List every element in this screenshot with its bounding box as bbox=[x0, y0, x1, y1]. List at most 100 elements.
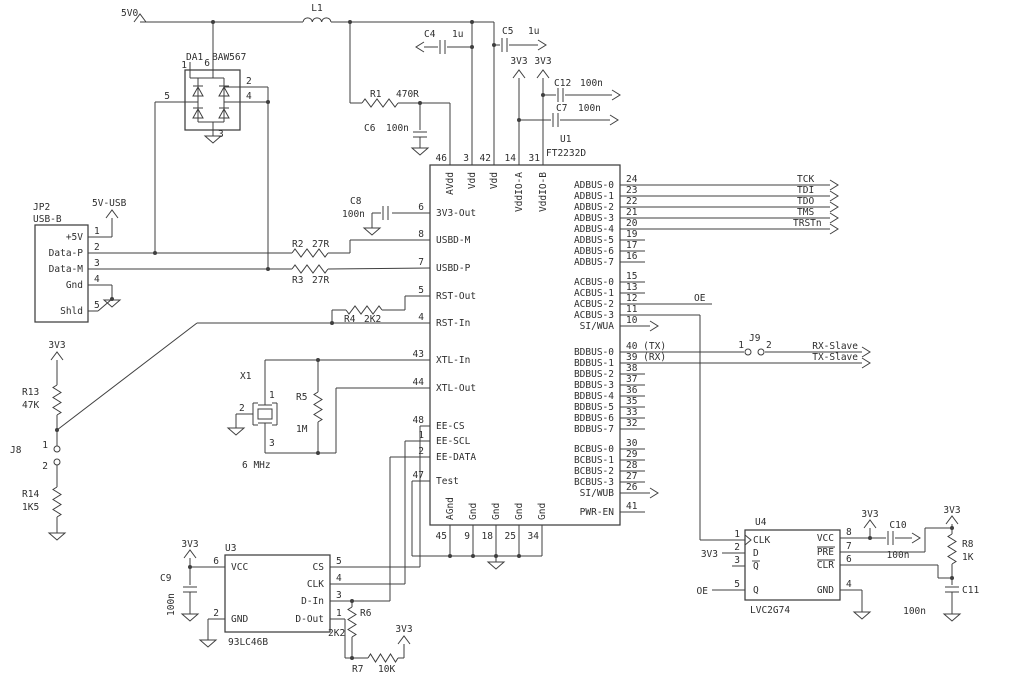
component-ref: R2 bbox=[292, 239, 303, 250]
pin-name: CLK bbox=[753, 535, 770, 546]
supply-arrow-icon bbox=[863, 519, 877, 529]
pin-number: 7 bbox=[846, 541, 852, 552]
pin-number: 2 bbox=[42, 461, 48, 472]
pin-number: 46 bbox=[436, 153, 448, 164]
component-value: USB-B bbox=[33, 214, 62, 225]
pin-name: Data-M bbox=[49, 264, 84, 275]
signal-label: TRSTn bbox=[793, 218, 822, 229]
pin-name: VddIO-B bbox=[538, 172, 549, 212]
gnd-symbol-icon bbox=[486, 561, 506, 570]
component-value: 93LC46B bbox=[228, 637, 268, 648]
pin-name: ACBUS-1 bbox=[574, 288, 614, 299]
resistor-r2 bbox=[291, 248, 329, 258]
net-arrow-icon bbox=[829, 201, 839, 213]
gnd-symbol-icon bbox=[226, 427, 246, 436]
pin-name: ADBUS-3 bbox=[574, 213, 614, 224]
crystal-body bbox=[257, 408, 273, 420]
pin-name: RST-In bbox=[436, 318, 470, 329]
pin-name: ADBUS-1 bbox=[574, 191, 614, 202]
signal-label: TDI bbox=[797, 185, 814, 196]
pin-number: 15 bbox=[626, 271, 637, 282]
net-arrow-icon bbox=[829, 190, 839, 202]
component-ref: R1 bbox=[370, 89, 382, 100]
wire bbox=[97, 298, 113, 312]
pin-name: BCBUS-2 bbox=[574, 466, 614, 477]
resistor-r3 bbox=[291, 264, 329, 274]
component-ref: R13 bbox=[22, 387, 39, 398]
pin-name: VddIO-A bbox=[514, 172, 525, 212]
pin-number: 2 bbox=[418, 446, 424, 457]
component-ref: R8 bbox=[962, 539, 974, 550]
component-value: 47K bbox=[22, 400, 39, 411]
pin-number: 6 bbox=[204, 58, 210, 69]
pin-name: BDBUS-3 bbox=[574, 380, 614, 391]
pin-number: 32 bbox=[626, 418, 637, 429]
component-value: 2K2 bbox=[364, 314, 381, 325]
u1-ft2232d: U1 FT2232D AVdd46Vdd3Vdd42VddIO-A14VddIO… bbox=[412, 134, 666, 570]
net-label-3v3: 3V3 bbox=[943, 505, 960, 516]
pin-number: 34 bbox=[528, 531, 540, 542]
pin-name: D-In bbox=[301, 596, 324, 607]
inductor-l1 bbox=[302, 17, 332, 23]
pin-number: 3 bbox=[463, 153, 469, 164]
pin-number: 5 bbox=[418, 285, 424, 296]
pin-number: 41 bbox=[626, 501, 638, 512]
pin-number: 19 bbox=[626, 229, 638, 240]
pin-number: 2 bbox=[213, 608, 219, 619]
pin-name: SI/WUA bbox=[580, 321, 615, 332]
supply-arrow-icon bbox=[512, 69, 526, 79]
pin-number: 6 bbox=[846, 554, 852, 565]
net-label-3v3: 3V3 bbox=[861, 509, 878, 520]
component-value: 100n bbox=[386, 123, 409, 134]
component-value: 27R bbox=[312, 239, 329, 250]
pin-number: 28 bbox=[626, 460, 638, 471]
pin-name: VCC bbox=[231, 562, 248, 573]
net-label-5v0: 5V0 bbox=[121, 8, 138, 19]
pin-number: 2 bbox=[94, 242, 100, 253]
supply-arrow-icon bbox=[50, 351, 64, 361]
pin-name: AGnd bbox=[445, 497, 456, 520]
pin-name: Gnd bbox=[537, 503, 548, 520]
pin-number: 24 bbox=[626, 174, 638, 185]
pin-name: ADBUS-7 bbox=[574, 257, 614, 268]
pin-name: D-Out bbox=[295, 614, 324, 625]
pin-name: XTL-In bbox=[436, 355, 470, 366]
pin-number: 2 bbox=[734, 542, 740, 553]
pin-name: Test bbox=[436, 476, 459, 487]
gnd-symbol-icon bbox=[198, 639, 218, 648]
pin-number: 8 bbox=[418, 229, 424, 240]
component-value: BAW567 bbox=[212, 52, 246, 63]
gnd-symbol-icon bbox=[362, 227, 382, 236]
pin-name: BDBUS-1 bbox=[574, 358, 614, 369]
pin-name: D bbox=[753, 548, 759, 559]
junction-dot bbox=[448, 554, 452, 558]
pin-number: 18 bbox=[482, 531, 494, 542]
pin-name: VCC bbox=[817, 533, 834, 544]
component-value: 100n bbox=[166, 593, 177, 616]
crystal-x1: X1 6 MHz 1 2 3 R5 1M bbox=[226, 358, 430, 471]
component-ref: U1 bbox=[560, 134, 572, 145]
pin-number: 21 bbox=[626, 207, 638, 218]
junction-dot bbox=[55, 428, 59, 432]
pin-number: 16 bbox=[626, 251, 638, 262]
supply-arrow-icon bbox=[183, 549, 197, 559]
resistor-r8 bbox=[947, 533, 957, 565]
pin-name: ACBUS-3 bbox=[574, 310, 614, 321]
pin-name: CS bbox=[313, 562, 325, 573]
signal-label: OE bbox=[694, 293, 706, 304]
pin-name: RST-Out bbox=[436, 291, 476, 302]
pin-name: BCBUS-0 bbox=[574, 444, 614, 455]
pin-name: BDBUS-4 bbox=[574, 391, 614, 402]
junction-dot bbox=[471, 554, 475, 558]
component-ref: R14 bbox=[22, 489, 39, 500]
component-ref: J8 bbox=[10, 445, 22, 456]
supply-arrow-icon bbox=[105, 209, 119, 219]
power-rail-5v: 5V0 L1 bbox=[121, 3, 494, 24]
pin-name: +5V bbox=[66, 232, 83, 243]
resistor-r1 bbox=[361, 98, 399, 108]
pin-number: 1 bbox=[42, 440, 48, 451]
net-arrow-icon bbox=[611, 89, 621, 101]
